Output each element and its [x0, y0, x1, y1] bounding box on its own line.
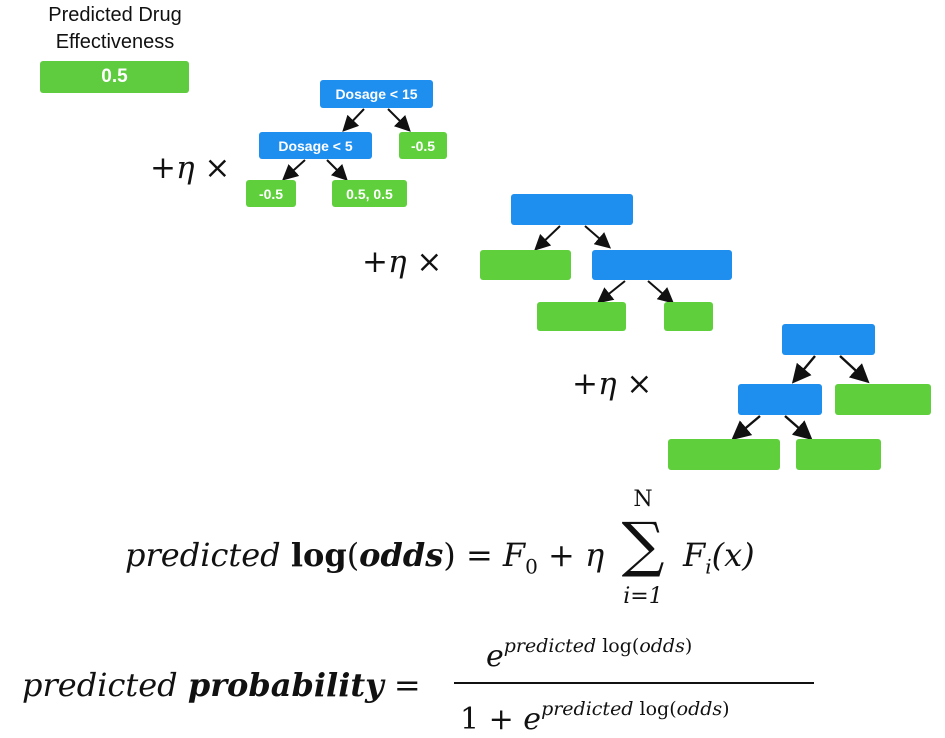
plus-sign: +	[572, 366, 598, 402]
eq2-denominator: 1 + epredicted log(odds)	[460, 691, 730, 738]
tree1-root-node: Dosage < 15	[320, 80, 433, 108]
eq2-probability: probability	[187, 666, 384, 704]
eq2-den-exponent: predicted log(odds)	[541, 698, 730, 720]
tree3-root-node	[782, 324, 875, 355]
sum-lower-limit: i=1	[623, 584, 663, 609]
eq2-den-exp-predicted: predicted	[541, 698, 634, 720]
tree3-leaf-left	[668, 439, 780, 470]
arrow-t2-root-left	[534, 225, 561, 251]
fraction-bar	[454, 682, 814, 684]
tree3-right-leaf	[835, 384, 931, 415]
eq2-num-exponent: predicted log(odds)	[504, 635, 693, 657]
eta-symbol: η	[597, 366, 617, 402]
eq2-num-e: e	[486, 639, 504, 674]
arrow-t3-mid-right	[784, 415, 813, 441]
tree2-left-leaf	[480, 250, 571, 280]
eq2-equals: =	[383, 666, 421, 704]
eq1-F: F	[502, 536, 526, 574]
tree1-leaf-left: -0.5	[246, 180, 296, 207]
eq2-den-exp-close: )	[722, 698, 730, 720]
multiplier-3: +η ×	[572, 366, 652, 402]
eq2-predicted: predicted	[22, 666, 188, 704]
eq2-num-exp-odds: odds	[639, 635, 685, 657]
eq2-num-exp-close: )	[684, 635, 693, 657]
plus-sign: +	[150, 150, 176, 186]
multiplier-1: +η ×	[150, 150, 230, 186]
eq2-den-exp-odds: odds	[676, 698, 723, 720]
log-odds-equation: predicted log(odds) = F0 + η	[125, 530, 604, 591]
prediction-label-line2: Effectiveness	[55, 31, 175, 53]
eq1-equals: =	[455, 536, 503, 574]
arrow-t2-mid-right	[647, 280, 675, 304]
eq2-den-exp-log: log(	[633, 698, 677, 720]
tree2-leaf-right	[664, 302, 713, 331]
eq2-num-exp-predicted: predicted	[503, 635, 597, 657]
times-sign: ×	[194, 150, 231, 186]
arrow-t3-root-right	[839, 355, 870, 384]
eq2-num-exp-log: log(	[596, 635, 640, 657]
plus-sign: +	[362, 244, 388, 280]
tree1-left-node: Dosage < 5	[259, 132, 372, 159]
eq1-Fi-term: Fi(x)	[683, 530, 755, 591]
eq2-den-one-plus: 1 +	[460, 702, 524, 737]
tree3-leaf-right	[796, 439, 881, 470]
eq1-sub-i: i	[705, 554, 712, 579]
initial-prediction-leaf: 0.5	[40, 61, 189, 93]
eq1-close-paren: )	[443, 536, 456, 574]
multiplier-2: +η ×	[362, 244, 442, 280]
arrow-t3-root-left	[791, 355, 816, 384]
eq1-Fi: F	[683, 536, 706, 574]
eq1-plus-eta: + η	[537, 536, 605, 574]
eq1-arg: (x)	[711, 536, 755, 574]
tree1-right-leaf: -0.5	[399, 132, 447, 159]
tree1-leaf-right: 0.5, 0.5	[332, 180, 407, 207]
eq1-predicted: predicted	[125, 536, 291, 574]
tree3-left-node	[738, 384, 822, 415]
arrow-t1-root-right	[387, 108, 411, 132]
eq1-odds: odds	[359, 536, 444, 574]
sum-upper-limit: N	[633, 487, 653, 512]
times-sign: ×	[406, 244, 443, 280]
eq1-open-paren: (	[346, 536, 360, 574]
eq2-numerator: epredicted log(odds)	[486, 628, 692, 675]
eq1-log: log	[290, 536, 347, 574]
eq1-sub-zero: 0	[525, 554, 538, 579]
eta-symbol: η	[175, 150, 195, 186]
eta-symbol: η	[387, 244, 407, 280]
probability-equation-lhs: predicted probability =	[22, 660, 421, 710]
prediction-label: Predicted Drug Effectiveness	[20, 2, 210, 56]
arrow-t1-root-left	[342, 108, 365, 132]
tree2-root-node	[511, 194, 633, 225]
summation-symbol: ∑	[621, 510, 665, 580]
arrow-t1-left-left	[282, 159, 306, 181]
prediction-label-line1: Predicted Drug	[48, 4, 182, 26]
arrow-t2-mid-left	[596, 280, 626, 304]
times-sign: ×	[616, 366, 653, 402]
tree2-leaf-left	[537, 302, 626, 331]
eq2-den-e: e	[523, 702, 542, 737]
arrow-t2-root-right	[584, 225, 612, 249]
arrow-t3-mid-left	[731, 415, 761, 441]
tree2-right-node	[592, 250, 732, 280]
arrow-t1-left-right	[326, 159, 348, 181]
